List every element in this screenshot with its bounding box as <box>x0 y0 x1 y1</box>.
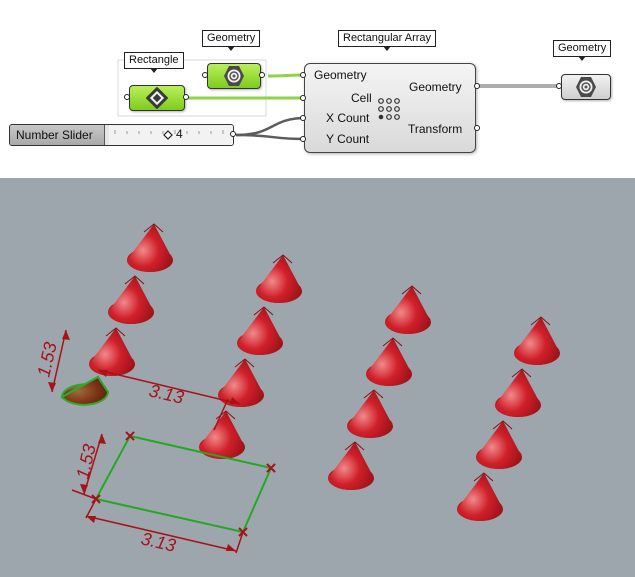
cone[interactable] <box>366 337 412 386</box>
array-component-tag: Rectangular Array <box>338 30 437 51</box>
array-output-transform-grip[interactable] <box>474 125 480 131</box>
cone-tip-edge <box>124 275 145 285</box>
cone-tip-edge <box>473 472 494 482</box>
rectangular-array-component[interactable]: Geometry Cell X Count Y Count Geometry T… <box>304 63 476 153</box>
cone-tip-edge <box>401 285 422 295</box>
array-input-xcount-grip[interactable] <box>300 115 306 121</box>
slider-name-label: Number Slider <box>10 125 105 145</box>
cone-tip-edge <box>363 389 384 399</box>
cone[interactable] <box>199 410 245 459</box>
input-xcount-label: X Count <box>326 111 370 125</box>
input-geometry-label: Geometry <box>314 68 367 82</box>
cone[interactable] <box>476 420 522 469</box>
cone-body <box>256 255 302 303</box>
output-geometry-param-node[interactable] <box>561 74 611 100</box>
array-input-ycount-grip[interactable] <box>300 136 306 142</box>
geometry-icon <box>224 66 244 86</box>
slider-value: 4 <box>176 127 183 141</box>
cone[interactable] <box>385 285 431 334</box>
input-ycount-label: Y Count <box>326 132 370 146</box>
source-cone[interactable] <box>60 375 110 406</box>
slider-handle-icon[interactable] <box>163 130 173 140</box>
cone-body <box>237 307 283 355</box>
geometry-param-tag: Geometry <box>202 30 261 51</box>
cone-body <box>89 328 135 376</box>
rectangle-param-output-grip[interactable] <box>183 94 189 100</box>
array-input-cell-grip[interactable] <box>300 95 306 101</box>
array-output-geometry-grip[interactable] <box>474 83 480 89</box>
number-slider[interactable]: Number Slider 4 <box>9 124 234 146</box>
cone[interactable] <box>457 472 503 521</box>
cone-tip-edge <box>143 223 164 233</box>
cone-tip-edge <box>253 306 274 316</box>
cone-tip-edge <box>530 316 551 326</box>
rhino-viewport[interactable]: 1.53 3.13 1.53 3.13 <box>0 178 635 577</box>
cone-body <box>218 359 264 407</box>
output-geometry-input-grip[interactable] <box>556 83 562 89</box>
cone-body <box>385 286 431 334</box>
cone-tip-edge <box>272 254 293 264</box>
dimension-lines <box>51 329 244 554</box>
cone-width-dimension: 3.13 <box>147 380 186 407</box>
cone-tip-edge <box>511 368 532 378</box>
geometry-param-node[interactable] <box>207 63 261 89</box>
node-editor-canvas[interactable]: Geometry Rectangle Rectangular Array Geo… <box>0 0 635 178</box>
selection-frame <box>117 59 267 117</box>
dimension-arrows <box>48 330 240 551</box>
cone-body <box>108 276 154 324</box>
array-input-geometry-grip[interactable] <box>300 72 306 78</box>
cone-body <box>457 473 503 521</box>
output-transform-label: Transform <box>408 122 463 136</box>
cone-body <box>366 338 412 386</box>
slider-output-grip[interactable] <box>230 131 236 137</box>
cone-tip-edge <box>344 441 365 451</box>
cone[interactable] <box>347 389 393 438</box>
cone-body <box>127 224 173 272</box>
slider-ticks <box>114 130 224 134</box>
cone[interactable] <box>256 254 302 303</box>
cone[interactable] <box>328 441 374 490</box>
cone-tip-edge <box>215 410 236 420</box>
cone[interactable] <box>514 316 560 365</box>
rectangle-icon <box>146 87 168 109</box>
wire-ycount <box>235 133 307 141</box>
output-geometry-tag: Geometry <box>553 40 612 61</box>
cone-tip-edge <box>382 337 403 347</box>
rectangular-array-icon <box>378 98 400 120</box>
cone-tip-edge <box>492 420 513 430</box>
viewport-scene: 1.53 3.13 1.53 3.13 <box>33 223 560 556</box>
cone[interactable] <box>108 275 154 324</box>
slider-track[interactable]: 4 <box>109 125 233 145</box>
cone-body <box>199 411 245 459</box>
geometry-param-output-grip[interactable] <box>259 72 265 78</box>
cone-body <box>495 369 541 417</box>
cone[interactable] <box>237 306 283 355</box>
cone-body <box>347 390 393 438</box>
cone[interactable] <box>495 368 541 417</box>
wire-xcount <box>235 116 307 137</box>
cone-tip-edge <box>234 358 255 368</box>
cone[interactable] <box>89 327 135 376</box>
output-geometry-label: Geometry <box>409 80 462 94</box>
cone-tip-edge <box>105 327 126 337</box>
cone-body <box>476 421 522 469</box>
rectangle-param-tag: Rectangle <box>124 52 184 73</box>
cone-array <box>89 223 560 521</box>
cone-body <box>514 317 560 365</box>
rectangle-param-node[interactable] <box>129 85 185 111</box>
cone-body <box>328 442 374 490</box>
geometry-param-input-grip[interactable] <box>202 72 208 78</box>
cell-rectangle <box>94 434 273 534</box>
geometry-icon <box>576 77 596 97</box>
rect-width-dimension: 3.13 <box>139 528 178 555</box>
input-cell-label: Cell <box>351 91 372 105</box>
rectangle-param-input-grip[interactable] <box>124 94 130 100</box>
cone[interactable] <box>127 223 173 272</box>
rect-height-dimension: 1.53 <box>72 442 99 481</box>
